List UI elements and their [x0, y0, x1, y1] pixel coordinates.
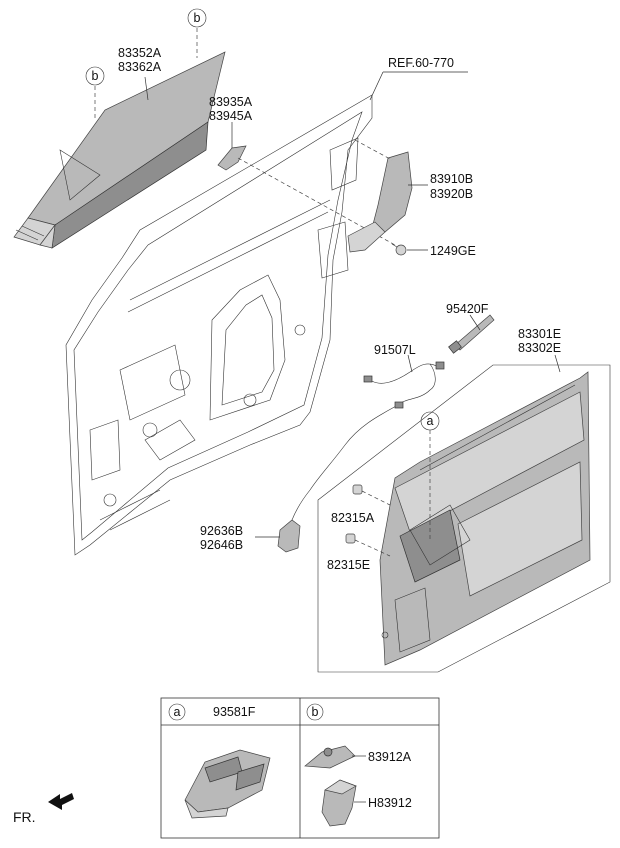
leader-cable: [469, 314, 481, 331]
label-clip-e: 82315E: [327, 558, 370, 572]
leader-trim-panel: [554, 354, 561, 373]
cover-part: [347, 151, 413, 253]
power-window-switch-part: [184, 749, 271, 819]
harness-bracket-part: [277, 519, 301, 553]
bracket-part: [217, 145, 247, 171]
part-83912A: [304, 745, 356, 769]
leader-wiring: [407, 354, 413, 373]
label-bracket-1: 83935A: [209, 95, 253, 109]
label-harness-bracket-1: 92636B: [200, 524, 243, 538]
label-harness-bracket-2: 92646B: [200, 538, 243, 552]
label-cover-2: 83920B: [430, 187, 473, 201]
legend-a-marker: a: [174, 705, 181, 719]
door-frame-part: [65, 94, 373, 556]
dash-clip-a: [361, 490, 391, 506]
leader-glass-run: [144, 76, 149, 101]
dash-cover: [354, 139, 393, 161]
legend-b-part-1: 83912A: [368, 750, 412, 764]
legend-b-marker: b: [312, 705, 319, 719]
label-bracket-2: 83945A: [209, 109, 253, 123]
label-clip-a: 82315A: [331, 511, 375, 525]
cable-part: [448, 314, 495, 354]
callout-b-top-circle: [187, 8, 207, 28]
label-glass-run-1: 83352A: [118, 46, 162, 60]
front-arrow-icon: [48, 793, 74, 810]
callout-a-circle: [420, 411, 440, 431]
label-cover-1: 83910B: [430, 172, 473, 186]
legend-a-circle: [168, 703, 186, 721]
trim-panel-part: [379, 371, 591, 666]
label-cable: 95420F: [446, 302, 489, 316]
legend-table: [160, 697, 440, 839]
legend-a-part: 93581F: [213, 705, 256, 719]
callout-b-top: b: [194, 11, 201, 25]
label-front: FR.: [13, 809, 36, 825]
callout-b-left: b: [92, 69, 99, 83]
trim-panel-box: [317, 364, 611, 673]
screw-part: [391, 243, 407, 256]
label-trim-panel-1: 83301E: [518, 327, 561, 341]
legend-b-part-2: H83912: [368, 796, 412, 810]
clip-a-part: [352, 484, 363, 495]
label-ref: REF.60-770: [388, 56, 454, 70]
part-H83912: [321, 779, 357, 827]
label-wiring: 91507L: [374, 343, 416, 357]
legend-b-circle: [306, 703, 324, 721]
label-trim-panel-2: 83302E: [518, 341, 561, 355]
callout-a: a: [427, 414, 434, 428]
wiring-part: [291, 361, 445, 521]
label-screw: 1249GE: [430, 244, 476, 258]
leader-ref-2: [369, 71, 384, 101]
callout-b-left-circle: [85, 66, 105, 86]
glass-run-part: [13, 51, 226, 249]
label-glass-run-2: 83362A: [118, 60, 162, 74]
clip-e-part: [345, 533, 356, 544]
